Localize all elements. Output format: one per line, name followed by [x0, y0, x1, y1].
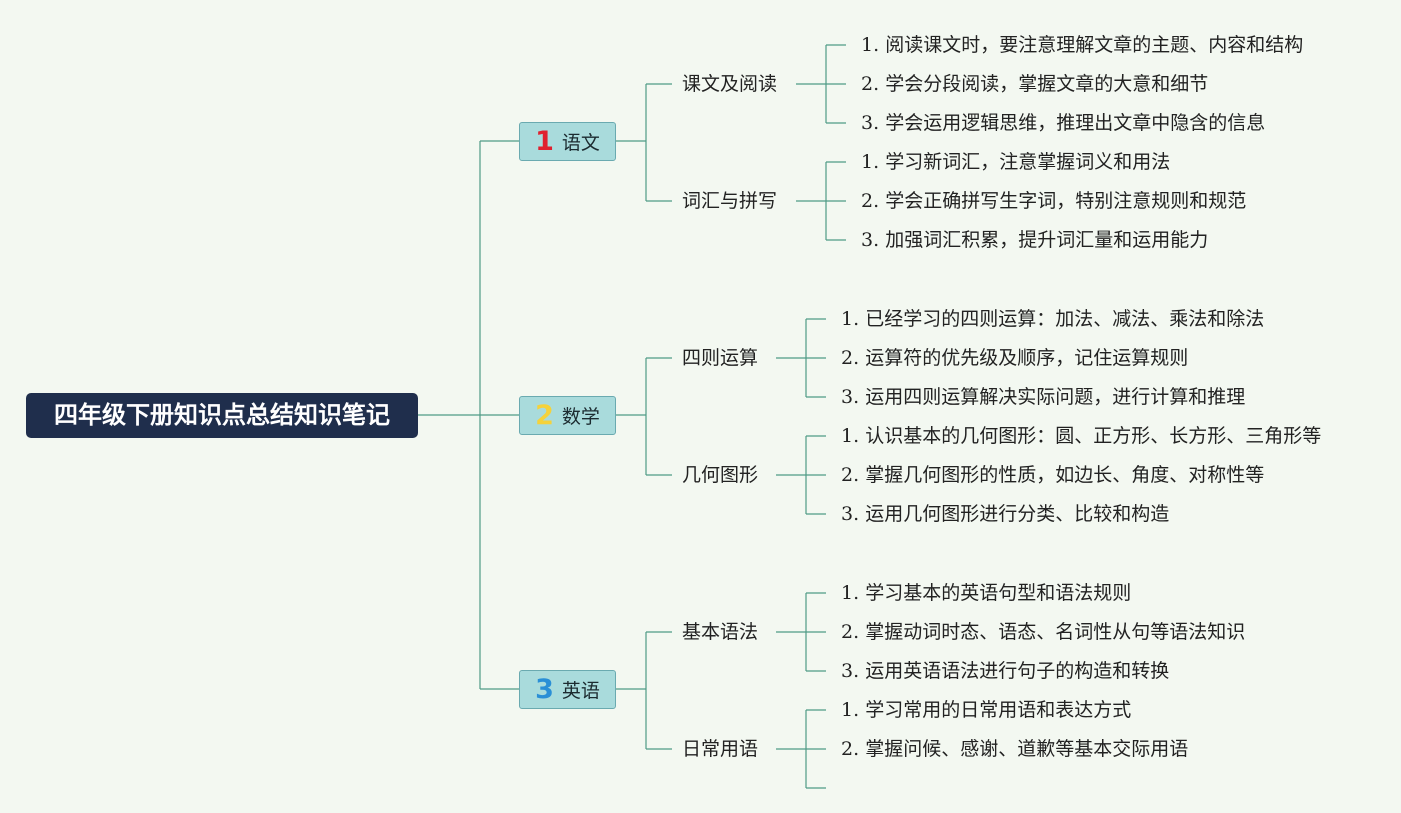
- leaf-item[interactable]: 2. 掌握几何图形的性质，如边长、角度、对称性等: [841, 464, 1265, 486]
- subject-label: 数学: [561, 406, 600, 428]
- subject-label: 英语: [561, 680, 600, 702]
- topic-node[interactable]: 词汇与拼写: [682, 190, 778, 212]
- root-node[interactable]: 四年级下册知识点总结知识笔记: [26, 393, 418, 438]
- topic-node[interactable]: 基本语法: [682, 621, 759, 643]
- leaf-item[interactable]: 2. 学会正确拼写生字词，特别注意规则和规范: [861, 190, 1247, 212]
- leaf-item[interactable]: 1. 认识基本的几何图形：圆、正方形、长方形、三角形等: [841, 425, 1322, 447]
- number-badge-1: 1: [535, 126, 554, 157]
- leaf-item[interactable]: 2. 运算符的优先级及顺序，记住运算规则: [841, 347, 1189, 369]
- leaf-item[interactable]: 1. 阅读课文时，要注意理解文章的主题、内容和结构: [861, 34, 1304, 56]
- number-badge-3: 3: [535, 674, 554, 705]
- leaf-item[interactable]: 3. 运用英语语法进行句子的构造和转换: [841, 660, 1170, 682]
- subject-node-english[interactable]: 3 英语: [519, 670, 616, 709]
- subject-label: 语文: [561, 132, 600, 154]
- leaf-item[interactable]: 1. 已经学习的四则运算：加法、减法、乘法和除法: [841, 308, 1265, 330]
- leaf-item[interactable]: 2. 掌握动词时态、语态、名词性从句等语法知识: [841, 621, 1246, 643]
- leaf-item[interactable]: 3. 运用四则运算解决实际问题，进行计算和推理: [841, 386, 1246, 408]
- leaf-item[interactable]: 1. 学习常用的日常用语和表达方式: [841, 699, 1132, 721]
- leaf-item[interactable]: 2. 掌握问候、感谢、道歉等基本交际用语: [841, 738, 1189, 760]
- leaf-item[interactable]: 1. 学习基本的英语句型和语法规则: [841, 582, 1132, 604]
- subject-node-math[interactable]: 2 数学: [519, 396, 616, 435]
- number-badge-2: 2: [535, 400, 554, 431]
- leaf-item[interactable]: 1. 学习新词汇，注意掌握词义和用法: [861, 151, 1171, 173]
- topic-node[interactable]: 课文及阅读: [682, 73, 778, 95]
- leaf-item[interactable]: 3. 运用几何图形进行分类、比较和构造: [841, 503, 1170, 525]
- topic-node[interactable]: 几何图形: [682, 464, 759, 486]
- leaf-item[interactable]: 3. 加强词汇积累，提升词汇量和运用能力: [861, 229, 1209, 251]
- leaf-item[interactable]: 3. 学会运用逻辑思维，推理出文章中隐含的信息: [861, 112, 1266, 134]
- topic-node[interactable]: 日常用语: [682, 738, 759, 760]
- leaf-item[interactable]: 2. 学会分段阅读，掌握文章的大意和细节: [861, 73, 1209, 95]
- subject-node-chinese[interactable]: 1 语文: [519, 122, 616, 161]
- topic-node[interactable]: 四则运算: [682, 347, 759, 369]
